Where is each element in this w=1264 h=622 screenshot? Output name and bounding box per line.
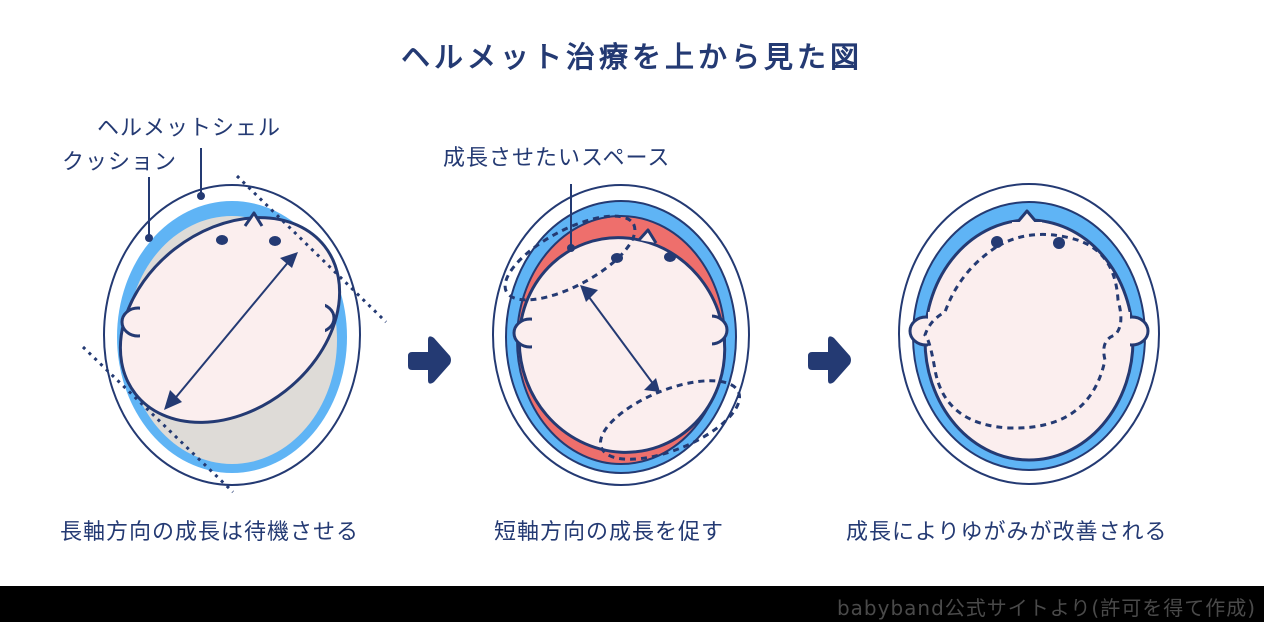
source-credit: babyband公式サイトより(許可を得て作成) bbox=[836, 596, 1256, 620]
right-arrow-icon bbox=[808, 336, 851, 384]
growth-space-label: 成長させたいスペース bbox=[443, 146, 671, 171]
cushion-label: クッション bbox=[62, 150, 178, 175]
panel-2-caption: 短軸方向の成長を促す bbox=[494, 520, 725, 545]
diagram-title: ヘルメット治療を上から見た図 bbox=[400, 40, 863, 74]
right-arrow-icon bbox=[408, 336, 451, 384]
eye-icon bbox=[216, 235, 228, 245]
eye-icon bbox=[664, 252, 676, 262]
eye-icon bbox=[269, 236, 281, 246]
eye-icon bbox=[1053, 237, 1065, 249]
footer-bar: babyband公式サイトより(許可を得て作成) bbox=[0, 586, 1264, 622]
eye-icon bbox=[991, 236, 1003, 248]
panel-1-helmet bbox=[81, 148, 388, 494]
panel-3-caption: 成長によりゆがみが改善される bbox=[846, 520, 1168, 545]
panel-2-helmet bbox=[492, 184, 750, 486]
diagram-illustration bbox=[81, 148, 1160, 494]
panel-1-caption: 長軸方向の成長は待機させる bbox=[60, 520, 360, 545]
helmet-shell-label: ヘルメットシェル bbox=[97, 116, 282, 141]
short-axis-arrow bbox=[585, 292, 655, 386]
panel-3-helmet bbox=[898, 183, 1160, 485]
long-axis-arrow bbox=[171, 259, 291, 403]
